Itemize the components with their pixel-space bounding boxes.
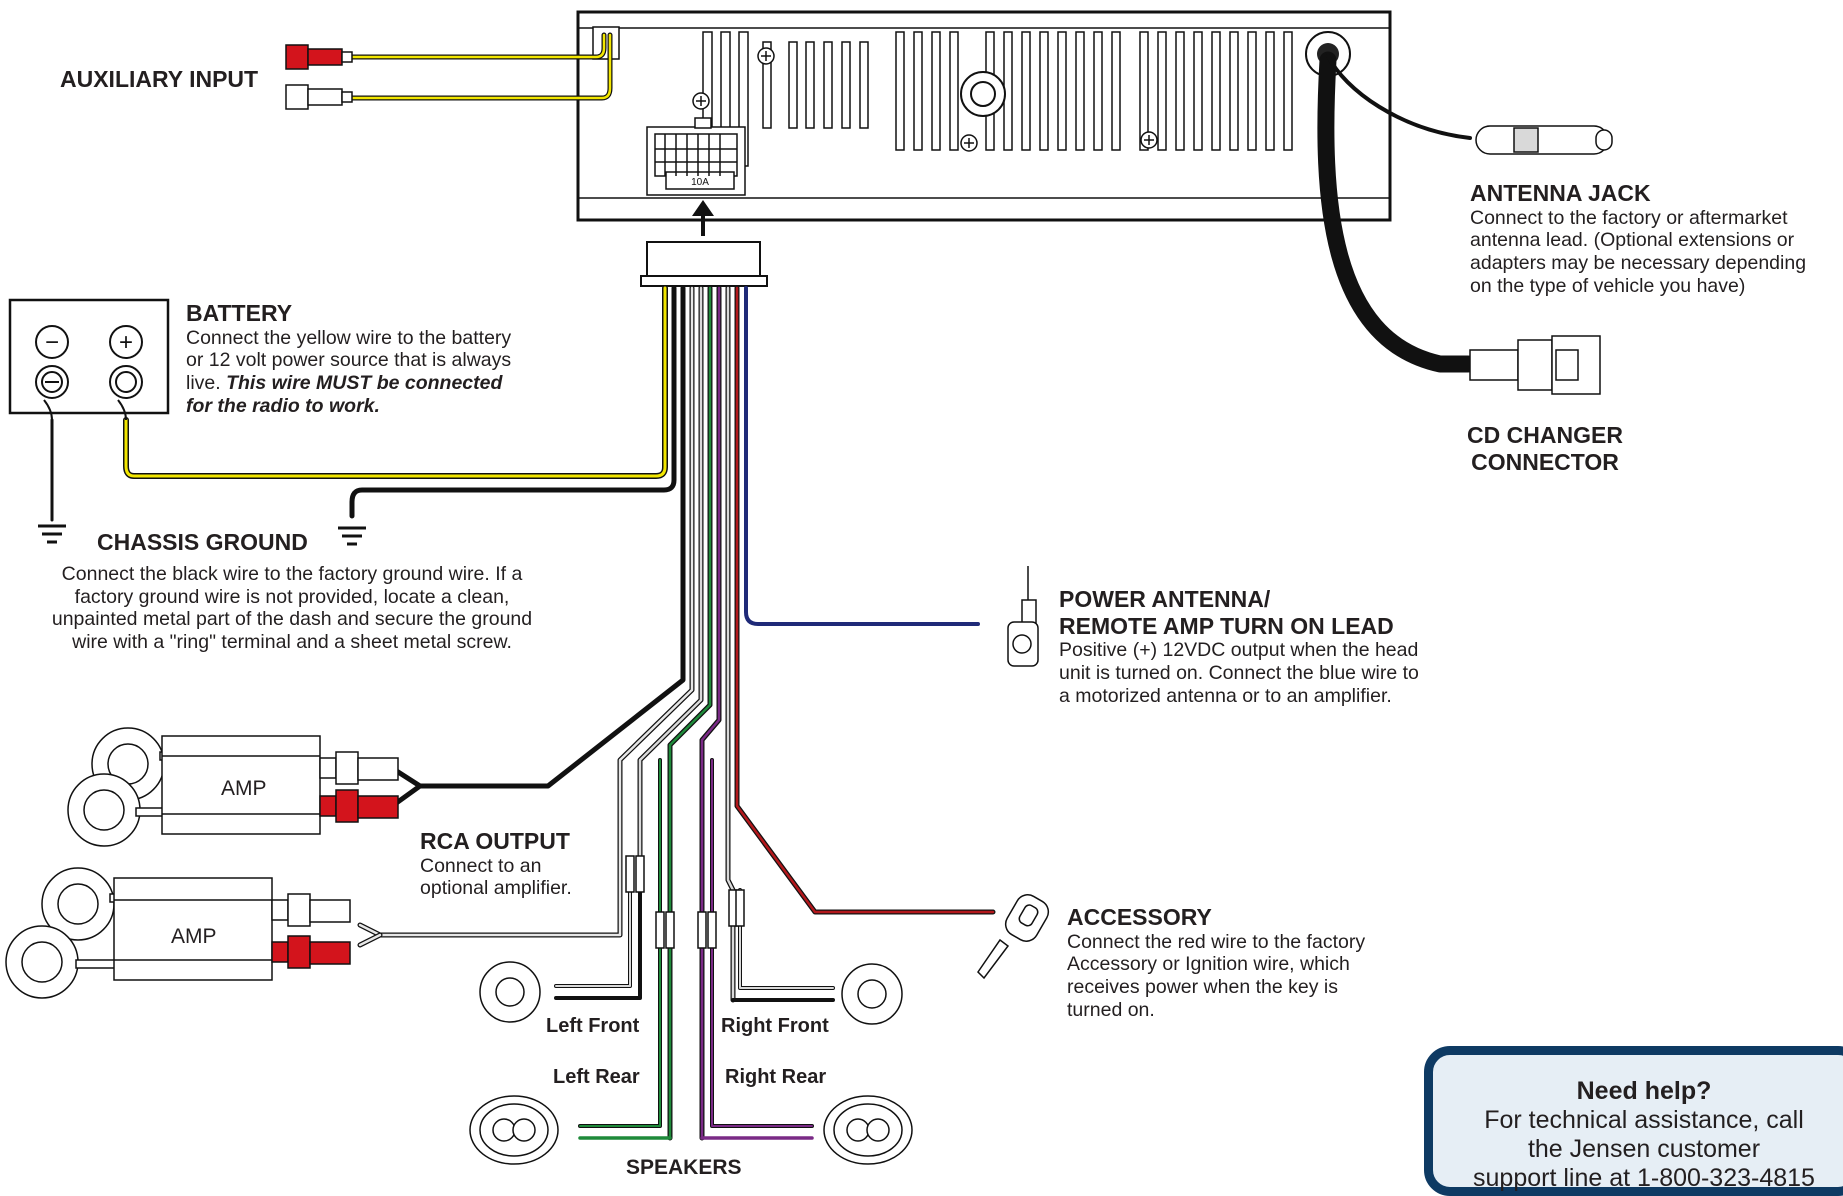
right-front-label: Right Front — [721, 1015, 829, 1037]
power-antenna-icon — [1007, 566, 1039, 667]
help-box: Need help? For technical assistance, cal… — [1424, 1046, 1843, 1196]
aux-rca-plugs — [285, 44, 353, 110]
left-rear-label: Left Rear — [553, 1066, 640, 1088]
battery-warning-2: for the radio to work. — [186, 394, 380, 417]
battery-label: BATTERY Connect the yellow wire to the b… — [186, 300, 511, 417]
rca-output-label: RCA OUTPUT Connect to an optional amplif… — [420, 828, 572, 900]
head-unit: 10A — [576, 10, 1392, 222]
antenna-jack-title: ANTENNA JACK — [1470, 180, 1651, 206]
battery-line-2: or 12 volt power source that is always — [186, 349, 512, 372]
ground-symbol-chassis — [338, 526, 366, 546]
harness-arrow — [692, 200, 714, 236]
help-line-2: the Jensen customer — [1527, 1134, 1761, 1163]
speaker-right-front — [841, 963, 903, 1025]
chassis-ground-text: Connect the black wire to the factory gr… — [51, 563, 533, 653]
amp-2-label: AMP — [171, 925, 217, 948]
battery-line-4: for the radio to work. — [186, 395, 511, 418]
fuse-label: 10A — [691, 177, 709, 188]
harness-plug — [640, 241, 768, 287]
amp-1 — [67, 727, 399, 847]
splice-connectors — [625, 855, 745, 949]
antenna-plug — [1475, 125, 1613, 155]
help-line-1: For technical assistance, call — [1484, 1106, 1804, 1134]
amp-1-label: AMP — [221, 777, 267, 800]
speaker-left-rear — [469, 1095, 559, 1165]
chassis-ground-title: CHASSIS GROUND — [97, 529, 308, 555]
cd-changer-plug — [1469, 335, 1601, 395]
left-front-label: Left Front — [546, 1015, 640, 1037]
aux-input-label: AUXILIARY INPUT — [60, 66, 258, 93]
speaker-right-rear — [823, 1095, 913, 1165]
battery-title: BATTERY — [186, 300, 293, 326]
antenna-jack-label: ANTENNA JACK Connect to the factory or a… — [1470, 180, 1807, 297]
key-icon — [977, 894, 1050, 980]
plus-terminal-symbol: + — [119, 329, 133, 356]
battery-warning: This wire MUST be connected — [226, 371, 503, 394]
ground-symbol-battery — [38, 524, 66, 544]
power-antenna-label: POWER ANTENNA/ REMOTE AMP TURN ON LEAD P… — [1059, 586, 1419, 707]
minus-terminal-symbol: − — [45, 329, 59, 356]
right-rear-label: Right Rear — [725, 1066, 827, 1088]
battery-line-1: Connect the yellow wire to the battery — [186, 326, 512, 349]
speakers-title: SPEAKERS — [626, 1156, 742, 1179]
cd-changer-label: CD CHANGER CONNECTOR — [1467, 422, 1623, 475]
aux-input-title: AUXILIARY INPUT — [60, 66, 259, 92]
wires — [50, 32, 1477, 1141]
speaker-left-front — [479, 961, 541, 1023]
battery: − + — [8, 298, 170, 421]
accessory-label: ACCESSORY Connect the red wire to the fa… — [1067, 904, 1366, 1021]
battery-line-3: live. This wire MUST be connected — [186, 371, 503, 394]
amp-2 — [5, 867, 351, 999]
help-title: Need help? — [1576, 1077, 1712, 1105]
